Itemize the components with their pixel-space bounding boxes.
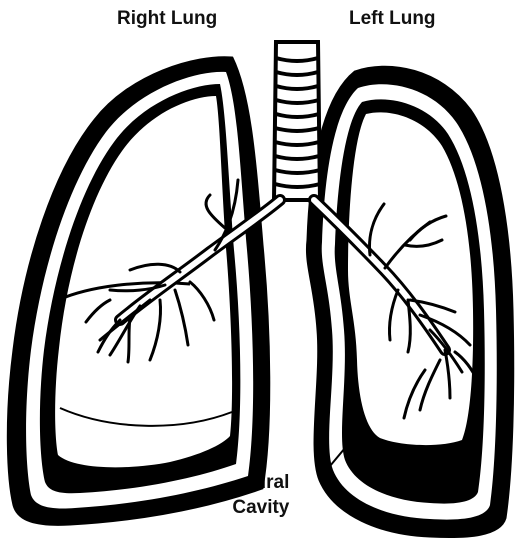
trachea (274, 42, 320, 200)
trachea-tube (274, 42, 320, 200)
